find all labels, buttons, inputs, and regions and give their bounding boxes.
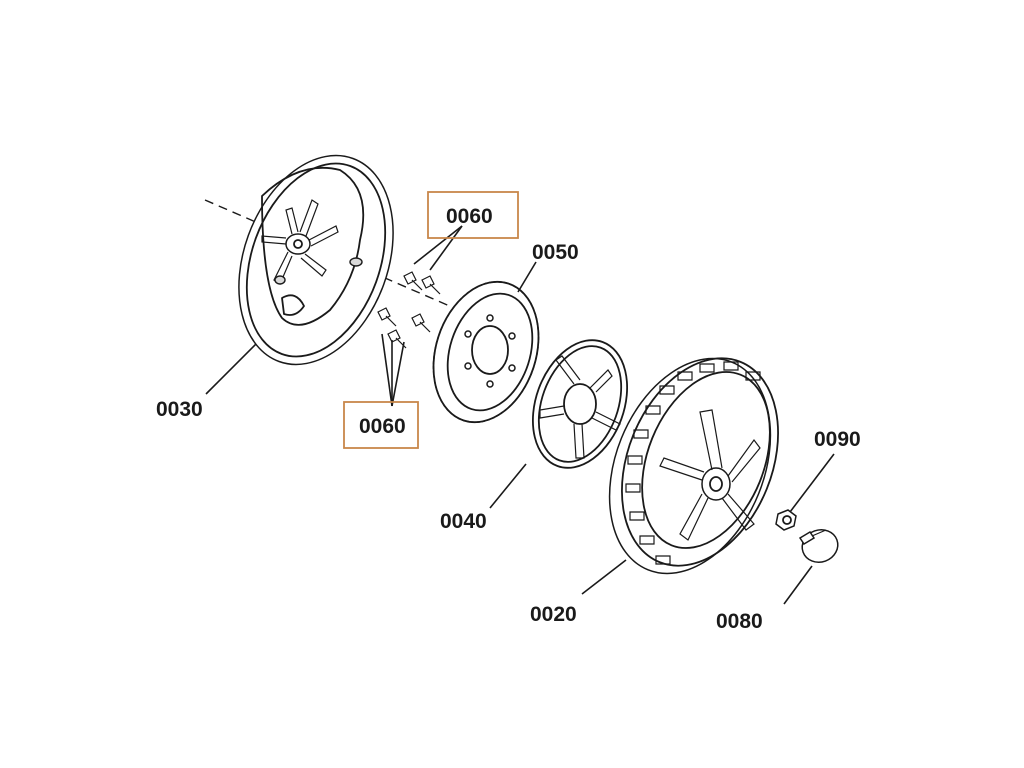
label-0080: 0080 (716, 610, 763, 633)
label-0090: 0090 (814, 428, 861, 451)
label-0040: 0040 (440, 510, 487, 533)
highlight-box-0060-bottom (343, 401, 419, 449)
part-0060-screws (377, 271, 441, 349)
part-0050-drive-gear (432, 280, 540, 424)
part-0030-cover-plate (238, 154, 394, 366)
label-0050: 0050 (532, 241, 579, 264)
highlight-box-0060-top (427, 191, 519, 239)
label-0030: 0030 (156, 398, 203, 421)
part-0080-hub-cap (798, 529, 839, 563)
part-0090-nut (775, 509, 797, 531)
part-0020-wheel (608, 357, 779, 575)
label-0060-top: 0060 (446, 205, 493, 228)
label-0020: 0020 (530, 603, 577, 626)
part-0040-spoke-insert (531, 339, 629, 469)
leader-lines (205, 225, 835, 605)
label-0060-bottom: 0060 (359, 415, 406, 438)
